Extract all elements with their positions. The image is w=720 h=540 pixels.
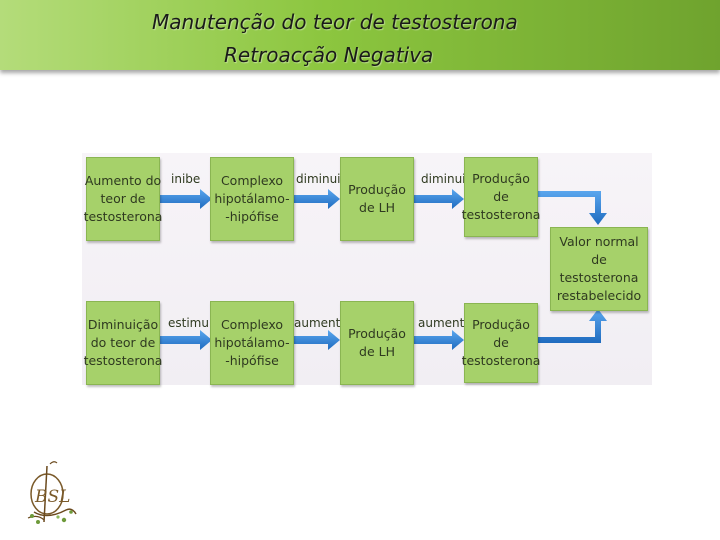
box-increase-testosterone: Aumento do teor de testosterona	[84, 157, 162, 241]
diagram-arrows	[156, 189, 607, 350]
svg-text:BSL: BSL	[34, 487, 70, 507]
arrow-right-icon	[156, 189, 212, 209]
arrow-up-icon	[536, 309, 607, 343]
label-decreases-1: diminui	[296, 172, 341, 186]
box-decrease-testosterone: Diminuição do teor de testosterona	[84, 301, 162, 385]
box-lh-production-top: Produção de LH	[340, 157, 414, 241]
arrow-right-icon	[292, 330, 340, 350]
label-increases-2: aumenta	[418, 316, 472, 330]
title-banner: Manutenção do teor de testosterona Retro…	[0, 0, 720, 70]
arrow-right-icon	[292, 189, 340, 209]
box-testosterone-production-bottom: Produção de testosterona	[462, 303, 540, 383]
box-lh-production-bottom: Produção de LH	[340, 301, 414, 385]
page-title: Manutenção do teor de testosterona	[152, 10, 518, 34]
label-increases-1: aumenta	[294, 316, 348, 330]
arrow-right-icon	[156, 330, 212, 350]
feedback-diagram: Aumento do teor de testosterona inibe Co…	[82, 153, 652, 385]
box-hypothalamus-pituitary-bottom: Complexo hipotálamo- -hipófise	[210, 301, 294, 385]
bsl-tree-logo-icon: BSL	[27, 461, 77, 524]
page-subtitle: Retroacção Negativa	[224, 43, 434, 67]
label-decreases-2: diminui	[421, 172, 466, 186]
arrow-right-icon	[412, 330, 464, 350]
label-stimulates: estimula	[168, 316, 220, 330]
box-testosterone-production-top: Produção de testosterona	[462, 157, 540, 237]
label-inhibits: inibe	[171, 172, 201, 186]
box-normal-testosterone-restored: Valor normal de testosterona restabeleci…	[550, 227, 648, 311]
arrow-right-icon	[412, 189, 464, 209]
arrow-down-icon	[536, 191, 607, 225]
box-hypothalamus-pituitary-top: Complexo hipotálamo- -hipófise	[210, 157, 294, 241]
